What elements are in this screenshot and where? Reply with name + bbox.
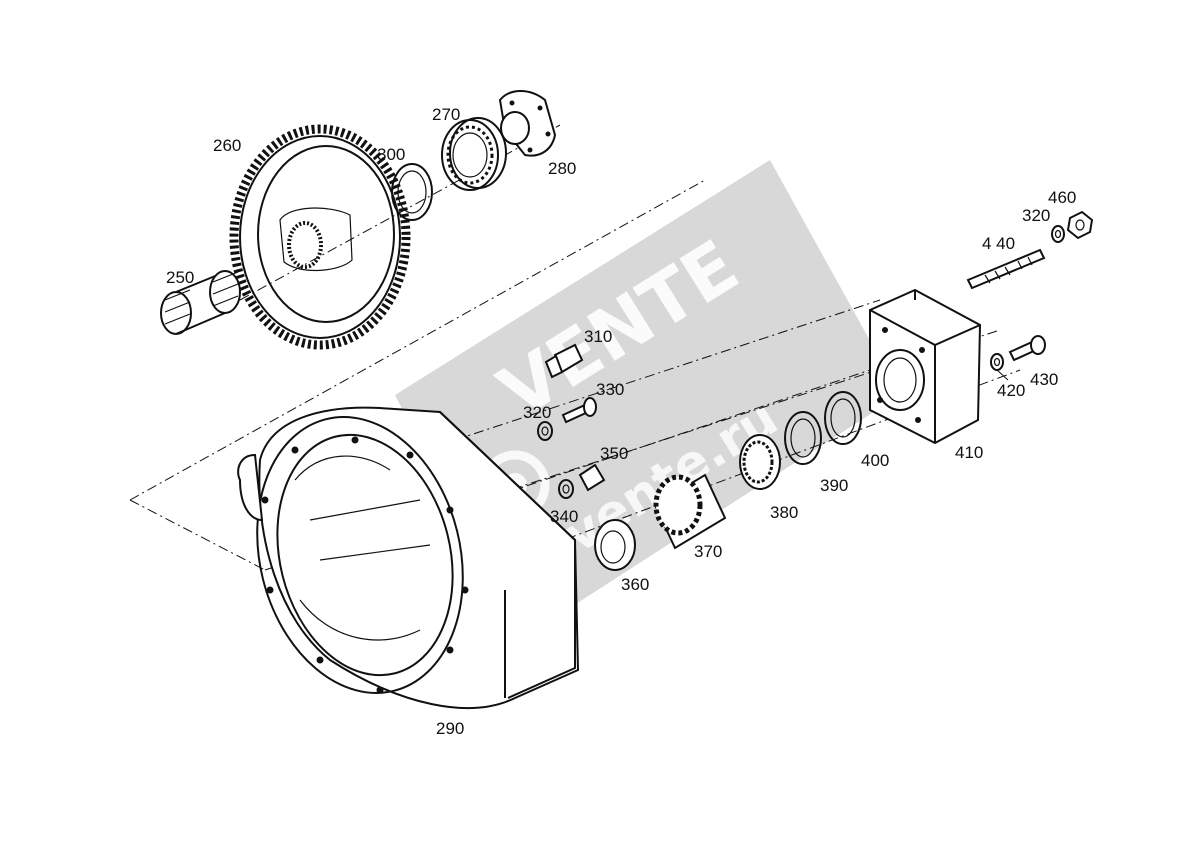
guide-line-top	[129, 179, 706, 501]
label-400: 400	[861, 451, 889, 470]
label-360: 360	[621, 575, 649, 594]
seal-360	[594, 519, 636, 571]
washer-320-left	[537, 421, 553, 441]
label-320-left: 320	[523, 403, 551, 422]
label-340: 340	[550, 507, 578, 526]
label-280: 280	[548, 159, 576, 178]
guide-line-left	[129, 499, 266, 571]
ring-300	[391, 163, 433, 221]
label-420: 420	[997, 381, 1025, 400]
label-430: 430	[1030, 370, 1058, 389]
washer-340	[558, 479, 574, 499]
flange-280	[498, 90, 557, 157]
pump-block-410	[869, 288, 982, 445]
housing-290	[237, 406, 580, 709]
label-320-right: 320	[1022, 206, 1050, 225]
label-410: 410	[955, 443, 983, 462]
sensor-310	[544, 343, 584, 379]
label-380: 380	[770, 503, 798, 522]
bearing-380	[739, 434, 781, 490]
label-290: 290	[436, 719, 464, 738]
stud-440	[966, 248, 1046, 290]
shaft-250	[160, 270, 241, 335]
leader-420	[996, 369, 1009, 381]
label-310: 310	[584, 327, 612, 346]
plug-350	[578, 463, 606, 492]
bearing-270	[441, 117, 507, 191]
pinion-370	[653, 473, 727, 550]
ring-400	[824, 391, 862, 445]
part-labels: 250 260 270 280 290 300 310 320 320 330 …	[166, 105, 1076, 738]
gear-260	[229, 124, 411, 350]
pump-axis-line-1	[454, 299, 881, 441]
washer-420	[990, 353, 1004, 371]
bolt-430	[1008, 335, 1046, 362]
label-250: 250	[166, 268, 194, 287]
label-270: 270	[432, 105, 460, 124]
label-300: 300	[377, 145, 405, 164]
bolt-330	[561, 397, 597, 424]
washer-320-right	[1051, 225, 1065, 243]
label-260: 260	[213, 136, 241, 155]
label-350: 350	[600, 444, 628, 463]
label-330: 330	[596, 380, 624, 399]
label-370: 370	[694, 542, 722, 561]
ring-390	[784, 411, 822, 465]
label-390: 390	[820, 476, 848, 495]
label-460: 460	[1048, 188, 1076, 207]
label-440: 4 40	[982, 234, 1015, 253]
nut-460	[1066, 210, 1094, 240]
